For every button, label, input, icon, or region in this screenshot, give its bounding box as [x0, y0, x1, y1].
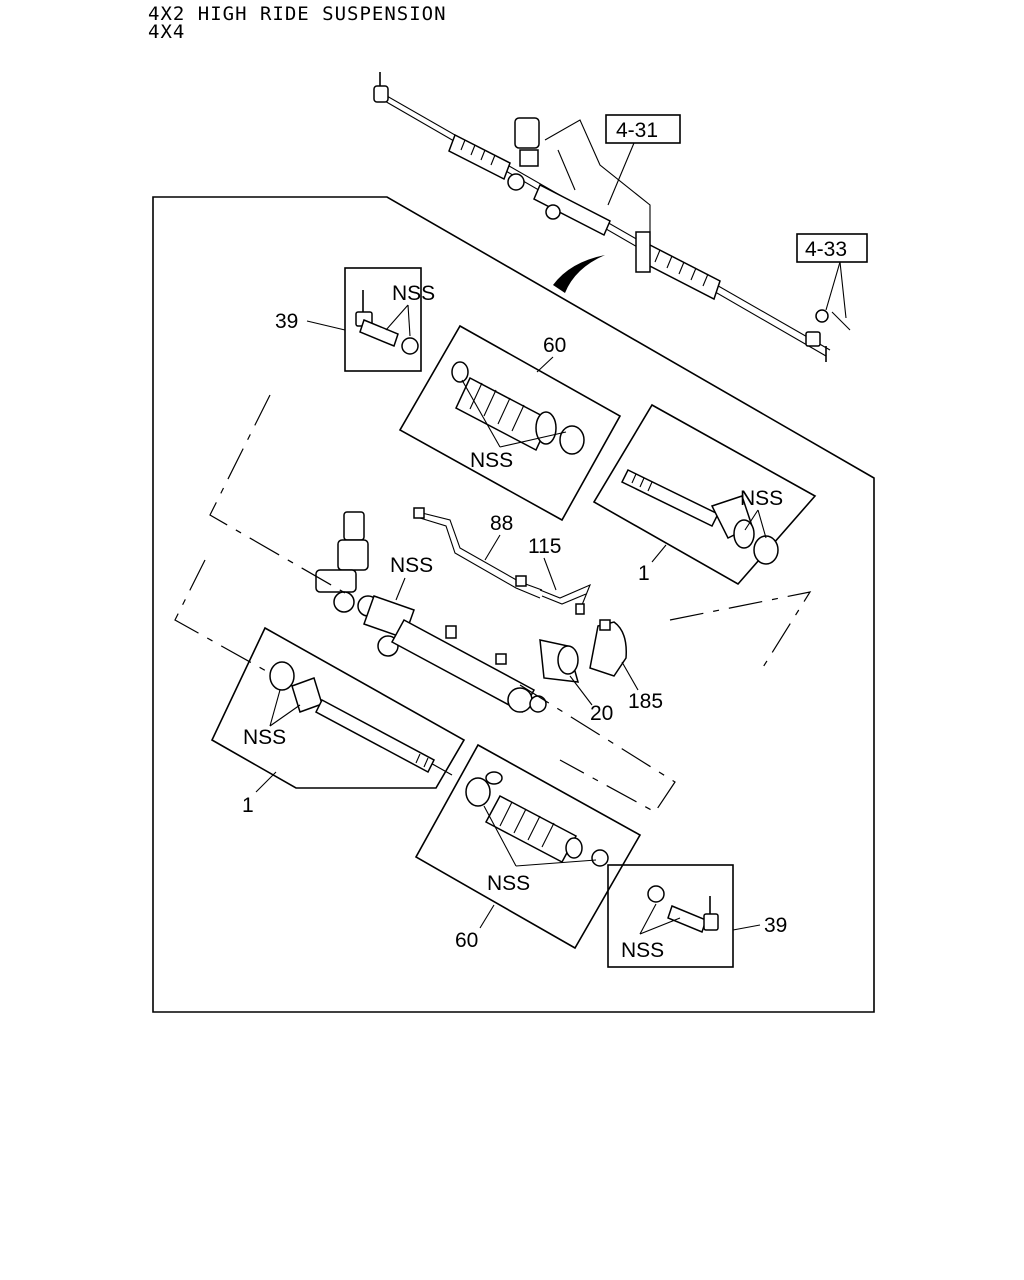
- explode-line-lower-right: [519, 684, 676, 813]
- label-60-lower: 60: [455, 929, 478, 952]
- inner-tie-rod-upper: [620, 468, 779, 565]
- label-39-lower: 39: [764, 914, 787, 937]
- ref-label-4-33: 4-33: [805, 238, 847, 261]
- label-20: 20: [590, 702, 613, 725]
- explode-arrow: [553, 255, 605, 293]
- rack-overview: [373, 72, 851, 362]
- boot-upper: [451, 361, 585, 455]
- explode-line-lower-left: [174, 559, 453, 776]
- part-1-box-lower: [210, 626, 466, 789]
- pressure-pipe-88: [413, 507, 543, 599]
- nss-label-housing: NSS: [390, 554, 433, 577]
- ref-box-4-33: [796, 233, 868, 263]
- part-60-box-lower: [414, 743, 642, 950]
- explode-line-right: [669, 591, 812, 673]
- header-line-1: 4X2 HIGH RIDE SUSPENSION: [148, 3, 447, 25]
- inner-tie-rod-lower: [269, 661, 435, 774]
- label-88: 88: [490, 512, 513, 535]
- rack-housing: [315, 511, 547, 714]
- part-39-box-upper: [344, 267, 422, 372]
- ref-box-4-31: [605, 114, 681, 144]
- ref-label-4-31: 4-31: [616, 119, 658, 142]
- nss-label-60-lower: NSS: [487, 872, 530, 895]
- label-1-upper: 1: [638, 562, 650, 585]
- part-39-box-lower: [607, 864, 734, 968]
- nss-label-1-lower: NSS: [243, 726, 286, 749]
- mount-rubber-20: [539, 639, 580, 683]
- label-39-upper: 39: [275, 310, 298, 333]
- nss-label-39-upper: NSS: [392, 282, 435, 305]
- return-pipe-115: [539, 583, 592, 615]
- label-185: 185: [628, 690, 663, 713]
- tie-rod-end-upper: [355, 290, 419, 355]
- diagram-frame: [152, 196, 875, 1013]
- part-60-box-upper: [398, 324, 622, 522]
- label-60-upper: 60: [543, 334, 566, 357]
- explode-line-left: [209, 394, 353, 598]
- boot-lower: [465, 771, 609, 867]
- part-1-box-upper: [592, 403, 817, 586]
- label-115: 115: [528, 535, 561, 558]
- bracket-185: [589, 619, 627, 677]
- tie-rod-end-lower: [647, 885, 719, 933]
- header-line-2: 4X4: [148, 21, 186, 43]
- label-1-lower: 1: [242, 794, 254, 817]
- nss-label-1-upper: NSS: [740, 487, 783, 510]
- nss-label-39-lower: NSS: [621, 939, 664, 962]
- nss-label-60-upper: NSS: [470, 449, 513, 472]
